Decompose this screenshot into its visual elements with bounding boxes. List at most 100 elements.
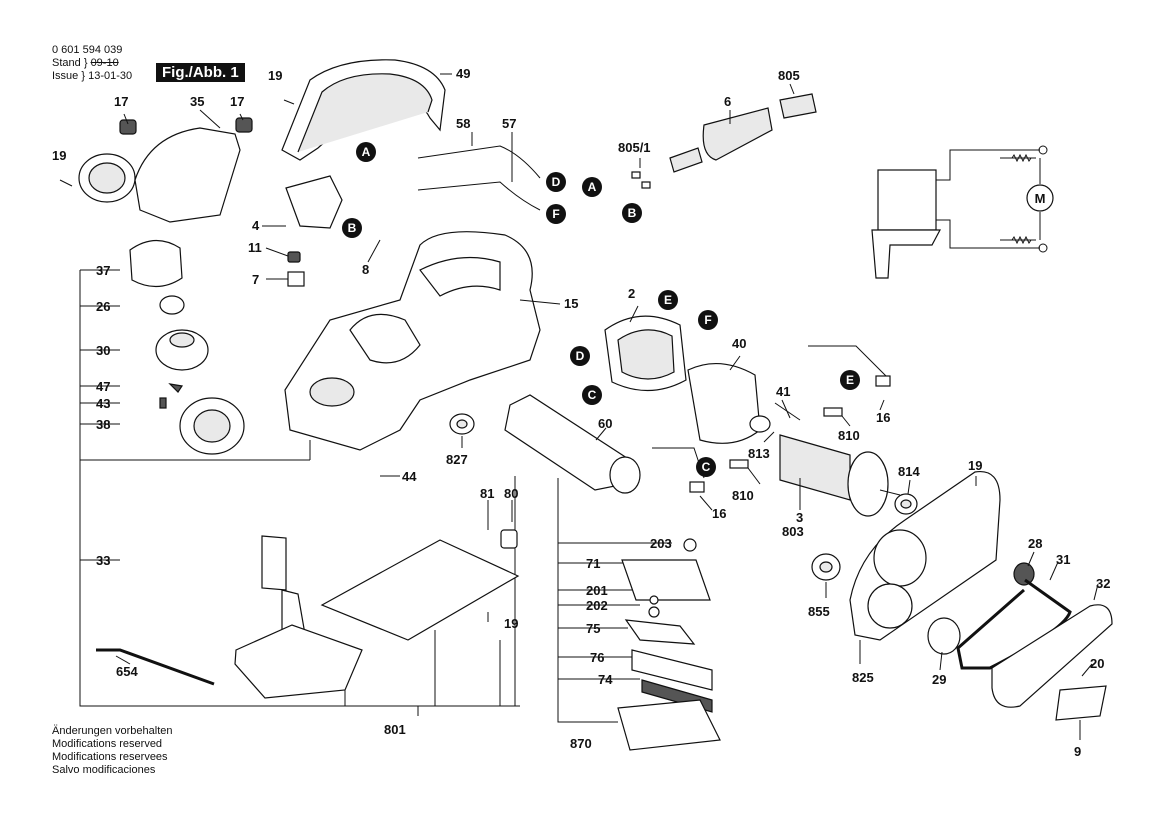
label-2: 2	[628, 286, 635, 301]
label-28: 28	[1028, 536, 1042, 551]
label-16: 16	[876, 410, 890, 425]
footer-line: Salvo modificaciones	[52, 764, 156, 776]
motor-schematic: M	[871, 145, 1054, 279]
top-cover-part	[281, 59, 446, 161]
label-801: 801	[384, 722, 406, 737]
leader-lines	[59, 73, 1099, 740]
callout-a: A	[362, 145, 371, 159]
field-coil-part	[604, 315, 687, 392]
blade-drum-parts	[617, 538, 721, 751]
label-57: 57	[502, 116, 516, 131]
callout-c: C	[588, 388, 597, 402]
belt-drive-parts	[927, 562, 1113, 721]
callout-b: B	[348, 221, 357, 235]
label-17: 17	[114, 94, 128, 109]
label-19: 19	[504, 616, 518, 631]
connection-callouts: A B D F A B E F D C E C	[342, 142, 860, 477]
bearing-814	[894, 493, 918, 515]
stand-bracket: }	[83, 57, 88, 69]
handle-housing-part	[78, 117, 253, 223]
callout-d: D	[552, 175, 561, 189]
knob-parts	[129, 239, 245, 455]
tube-60-part	[504, 394, 641, 494]
bearing-827	[449, 413, 475, 435]
stand-row: Stand } 09-10	[52, 57, 132, 70]
label-43: 43	[96, 396, 110, 411]
label-58: 58	[456, 116, 470, 131]
footer-line: Modifications reservees	[52, 751, 168, 763]
switch-parts	[285, 175, 343, 287]
stand-old-value: 09-10	[90, 57, 119, 69]
label-805-1: 805/1	[618, 140, 651, 155]
issue-value: 13-01-30	[88, 70, 133, 82]
label-47: 47	[96, 379, 110, 394]
issue-label: Issue	[52, 70, 79, 82]
gear-housing-825	[811, 470, 1001, 641]
label-11: 11	[248, 240, 262, 255]
label-4: 4	[252, 218, 260, 233]
label-8: 8	[362, 262, 369, 277]
label-49: 49	[456, 66, 470, 81]
label-80: 80	[504, 486, 518, 501]
label-41: 41	[776, 384, 790, 399]
label-44: 44	[402, 469, 417, 484]
callout-e: E	[846, 373, 854, 387]
label-26: 26	[96, 299, 110, 314]
label-15: 15	[564, 296, 578, 311]
label-6: 6	[724, 94, 731, 109]
cord-parts	[631, 93, 817, 189]
callout-d: D	[576, 349, 585, 363]
left-bracket-lines	[79, 269, 520, 716]
label-29: 29	[932, 672, 946, 687]
label-16: 16	[712, 506, 726, 521]
label-202: 202	[586, 598, 608, 613]
label-814: 814	[898, 464, 920, 479]
label-17: 17	[230, 94, 244, 109]
label-38: 38	[96, 417, 110, 432]
callout-f: F	[704, 313, 711, 327]
label-654: 654	[116, 664, 138, 679]
issue-row: Issue } 13-01-30	[52, 70, 132, 83]
label-81: 81	[480, 486, 494, 501]
callout-f: F	[552, 207, 559, 221]
label-20: 20	[1090, 656, 1104, 671]
label-19: 19	[968, 458, 982, 473]
label-7: 7	[252, 272, 259, 287]
base-plate-parts	[96, 529, 520, 699]
label-75: 75	[586, 621, 600, 636]
label-74: 74	[598, 672, 613, 687]
label-37: 37	[96, 263, 110, 278]
label-810: 810	[732, 488, 754, 503]
wire-parts	[417, 132, 541, 211]
label-76: 76	[590, 650, 604, 665]
label-810: 810	[838, 428, 860, 443]
issue-bracket: }	[81, 70, 86, 82]
label-3: 3	[796, 510, 803, 525]
stand-label: Stand	[52, 57, 81, 69]
label-30: 30	[96, 343, 110, 358]
label-19: 19	[268, 68, 282, 83]
label-201: 201	[586, 583, 608, 598]
motor-symbol-label: M	[1035, 191, 1046, 206]
label-32: 32	[1096, 576, 1110, 591]
label-803: 803	[782, 524, 804, 539]
bracket-870-lines	[557, 478, 672, 723]
label-827: 827	[446, 452, 468, 467]
figure-label: Fig./Abb. 1	[156, 63, 245, 82]
label-31: 31	[1056, 552, 1070, 567]
label-35: 35	[190, 94, 204, 109]
part-number: 0 601 594 039	[52, 44, 123, 56]
label-855: 855	[808, 604, 830, 619]
label-813: 813	[748, 446, 770, 461]
armature-part	[749, 415, 901, 517]
footer-notes: Änderungen vorbehalten Modifications res…	[52, 725, 172, 777]
label-60: 60	[598, 416, 612, 431]
document-header: 0 601 594 039 Stand } 09-10 Issue } 13-0…	[52, 44, 132, 83]
footer-line: Modifications reserved	[52, 738, 163, 750]
label-825: 825	[852, 670, 874, 685]
callout-c: C	[702, 460, 711, 474]
label-203: 203	[650, 536, 672, 551]
callout-e: E	[664, 293, 672, 307]
callout-b: B	[628, 206, 637, 220]
